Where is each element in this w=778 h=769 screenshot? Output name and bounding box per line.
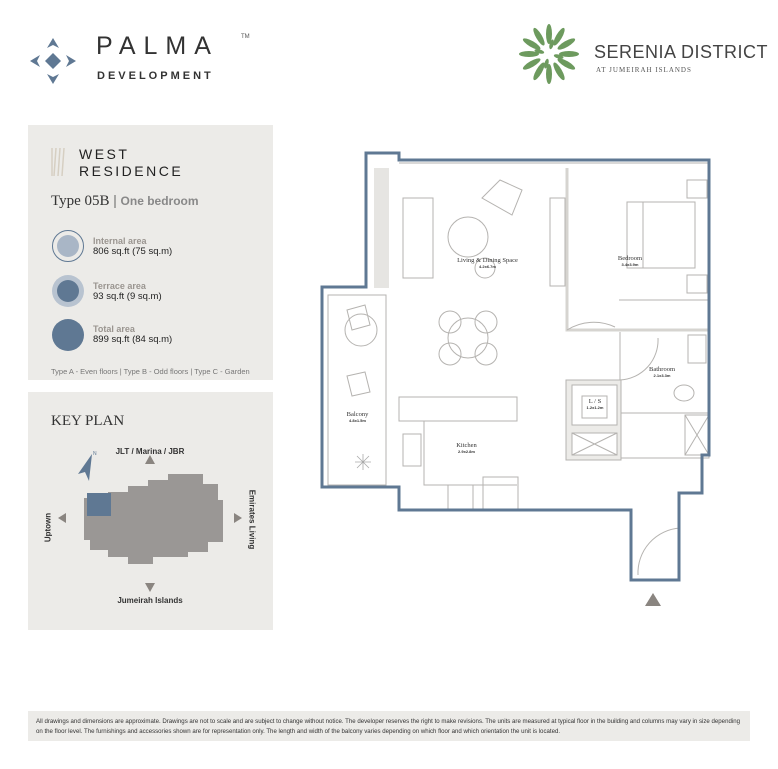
developer-name: PALMA xyxy=(96,32,219,60)
room-dims: 4.2x6.7m xyxy=(479,264,496,269)
north-label: N xyxy=(93,451,97,457)
direction-bottom: Jumeirah Islands xyxy=(117,596,183,605)
serenia-leaf-logo-icon xyxy=(519,24,579,84)
room-dims: 2.9x2.8m xyxy=(458,449,475,454)
area-value: 806 sq.ft (75 sq.m) xyxy=(93,246,173,257)
floor-plan xyxy=(320,151,711,606)
building-icon xyxy=(51,148,65,176)
building-name-line1: WEST xyxy=(79,146,130,162)
area-value: 93 sq.ft (9 sq.m) xyxy=(93,291,162,302)
arrow-right-icon xyxy=(234,513,242,523)
entrance-arrow-icon xyxy=(645,593,661,606)
room-dims: 3.4x3.9m xyxy=(621,262,639,267)
room-name: Bathroom xyxy=(649,366,675,373)
north-arrow-icon xyxy=(78,454,92,481)
total-area-icon xyxy=(52,319,84,351)
room-name: Kitchen xyxy=(456,442,477,449)
room-name: Living & Dining Space xyxy=(457,257,518,264)
direction-top: JLT / Marina / JBR xyxy=(115,447,185,456)
building-footprint xyxy=(84,474,223,564)
disclaimer: All drawings and dimensions are approxim… xyxy=(28,711,750,741)
room-dims: 4.8x1.5m xyxy=(349,418,366,423)
palma-logo-icon xyxy=(30,38,76,84)
room-dims: 1.2x1.2m xyxy=(586,405,604,410)
type-legend: Type A - Even floors | Type B - Odd floo… xyxy=(51,367,250,376)
arrow-left-icon xyxy=(58,513,66,523)
room-name: Balcony xyxy=(346,411,369,418)
key-plan-title: KEY PLAN xyxy=(51,413,125,429)
room-name: Bedroom xyxy=(617,255,643,262)
terrace-area-icon xyxy=(52,275,84,307)
building-name: WEST RESIDENCE xyxy=(79,146,183,180)
unit-type: Type 05B|One bedroom xyxy=(51,193,199,210)
unit-location-highlight xyxy=(87,493,111,516)
room-dims: 2.1x3.3m xyxy=(653,373,671,378)
building-name-line2: RESIDENCE xyxy=(79,163,184,179)
unit-type-label: Type 05B xyxy=(51,193,110,209)
area-label: Terrace area xyxy=(93,281,146,291)
exterior-wall xyxy=(320,151,711,582)
room-name: L / S xyxy=(588,398,602,405)
area-value: 899 sq.ft (84 sq.m) xyxy=(93,334,173,345)
project-subtitle: AT JUMEIRAH ISLANDS xyxy=(596,66,692,74)
internal-area-icon xyxy=(52,230,84,262)
bedroom-count: One bedroom xyxy=(120,194,199,208)
trademark: TM xyxy=(241,34,250,40)
arrow-up-icon xyxy=(145,455,155,464)
project-name: SERENIA DISTRICT xyxy=(594,42,769,62)
area-label: Total area xyxy=(93,324,135,334)
key-plan-map: N xyxy=(58,451,242,592)
developer-subtitle: DEVELOPMENT xyxy=(97,70,214,82)
separator: | xyxy=(113,193,117,209)
area-label: Internal area xyxy=(93,236,147,246)
arrow-down-icon xyxy=(145,583,155,592)
